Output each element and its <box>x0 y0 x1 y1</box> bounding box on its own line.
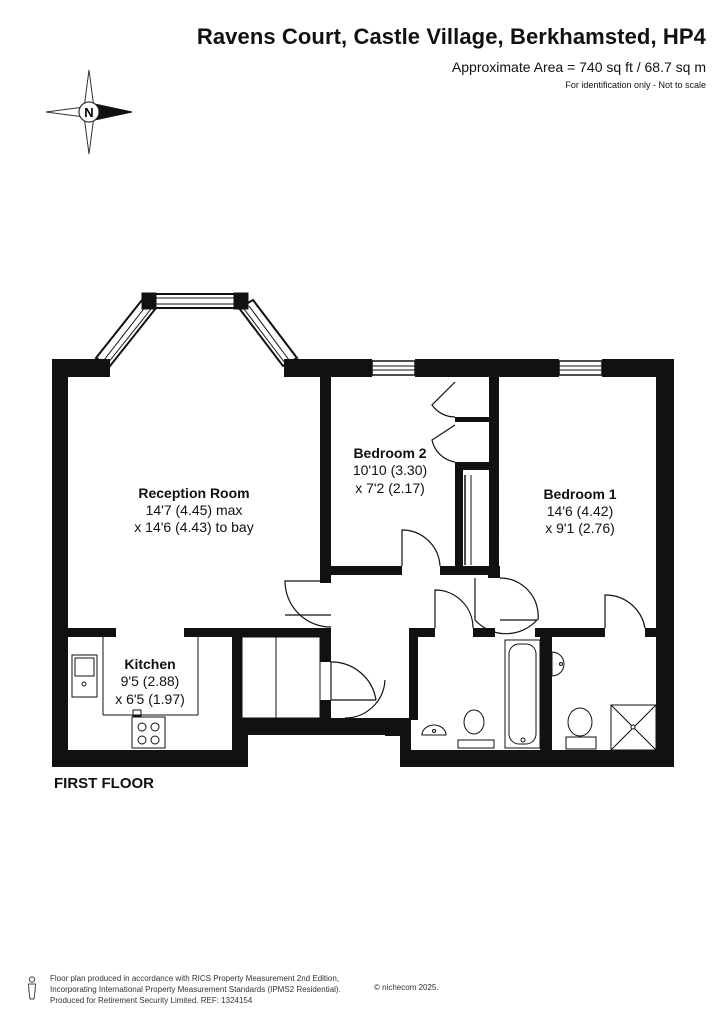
kitchen-dim2: x 6'5 (1.97) <box>115 691 185 707</box>
kitchen-fixtures <box>71 654 166 749</box>
footer-line3: Produced for Retirement Security Limited… <box>50 996 253 1005</box>
compass-icon: N <box>45 69 133 155</box>
bedroom2-dim1: 10'10 (3.30) <box>353 462 427 478</box>
floor-label: FIRST FLOOR <box>54 775 154 792</box>
bedroom1-name: Bedroom 1 <box>543 486 616 502</box>
footer-line1: Floor plan produced in accordance with R… <box>50 974 340 983</box>
person-icon <box>27 976 37 1000</box>
bay-window <box>94 292 299 368</box>
approximate-area: Approximate Area = 740 sq ft / 68.7 sq m <box>451 59 706 75</box>
shower-icon <box>610 704 657 751</box>
bath-icon <box>504 639 541 749</box>
sink-icon <box>71 654 98 698</box>
bedroom2-dim2: x 7'2 (2.17) <box>355 480 425 496</box>
room-labels: Reception Room 14'7 (4.45) max x 14'6 (4… <box>115 445 617 707</box>
ensuite-toilet-icon <box>567 707 593 737</box>
toilet-icon <box>463 709 485 735</box>
bedroom1-dim1: 14'6 (4.42) <box>547 503 614 519</box>
kitchen-dim1: 9'5 (2.88) <box>121 673 180 689</box>
compass-letter: N <box>84 105 93 120</box>
copyright: © nichecom 2025. <box>374 983 439 992</box>
kitchen-name: Kitchen <box>124 656 175 672</box>
footer-line2: Incorporating International Property Mea… <box>50 985 341 994</box>
ensuite-basin-icon <box>551 651 565 677</box>
basin-icon <box>421 724 447 736</box>
ensuite-fixtures <box>551 651 657 751</box>
bedroom1-dim2: x 9'1 (2.76) <box>545 520 615 536</box>
door-swings <box>284 381 646 719</box>
reception-room-dim2: x 14'6 (4.43) to bay <box>134 519 253 535</box>
interior-walls <box>68 377 656 750</box>
bedroom2-name: Bedroom 2 <box>353 445 426 461</box>
reception-room-name: Reception Room <box>138 485 249 501</box>
reception-room-dim1: 14'7 (4.45) max <box>146 502 243 518</box>
exterior-walls <box>52 359 674 767</box>
footer-text: Floor plan produced in accordance with R… <box>50 973 341 1006</box>
hob-icon <box>131 716 166 749</box>
property-title: Ravens Court, Castle Village, Berkhamste… <box>196 24 706 49</box>
bathroom-fixtures <box>421 639 541 749</box>
cupboard-lines <box>102 475 499 719</box>
windows <box>371 360 603 376</box>
scale-note: For identification only - Not to scale <box>565 80 706 90</box>
